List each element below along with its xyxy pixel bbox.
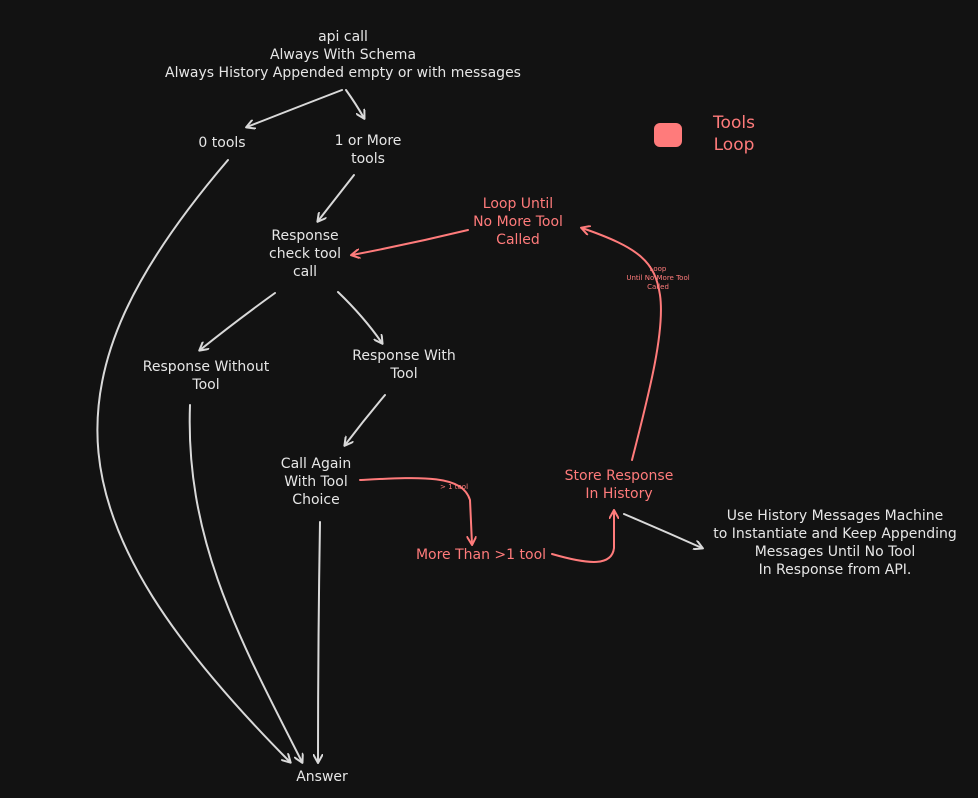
response-with-tool-node: Response With Tool	[352, 348, 456, 382]
edge-api-to-one-or-more	[345, 89, 364, 118]
answer-node: Answer	[296, 769, 348, 785]
edge-response-to-without-tool	[200, 292, 276, 350]
response-without-tool-node: Response Without Tool	[142, 359, 270, 393]
legend-swatch	[654, 123, 682, 147]
loop-until-node: Loop Until No More Tool Called	[473, 196, 563, 248]
edge-without-tool-to-answer	[188, 404, 302, 762]
edge-with-tool-to-call-again	[345, 394, 386, 445]
edge-loop-to-response	[352, 229, 469, 255]
edge-response-to-with-tool	[337, 291, 382, 343]
api-call-node: api call Always With Schema Always Histo…	[165, 29, 521, 81]
edge-more-than-one-to-store	[551, 511, 614, 563]
response-check-tool-call-node: Response check tool call	[269, 228, 341, 280]
call-again-with-tool-choice-node: Call Again With Tool Choice	[280, 456, 352, 508]
edge-store-to-use-history	[623, 513, 702, 548]
edge-store-to-loop	[582, 228, 662, 461]
more-than-one-tool-node: More Than >1 tool	[415, 547, 547, 563]
edge-call-again-to-answer	[318, 521, 320, 762]
edge-call-again-to-more-than-one	[359, 477, 472, 544]
one-or-more-tools-node: 1 or More tools	[334, 133, 402, 167]
edge-label-gt-one-tool: > 1 tool	[439, 483, 469, 491]
edge-one-or-more-to-response	[318, 174, 355, 221]
edge-zero-tools-to-answer	[96, 159, 290, 762]
edge-api-to-zero-tools	[247, 89, 343, 127]
legend-label: Tools Loop	[713, 113, 755, 155]
edge-label-loop: Loop Until No More Tool Called	[626, 265, 690, 291]
store-response-node: Store Response In History	[564, 468, 674, 502]
zero-tools-node: 0 tools	[198, 135, 246, 151]
use-history-note: Use History Messages Machine to Instanti…	[713, 508, 957, 578]
